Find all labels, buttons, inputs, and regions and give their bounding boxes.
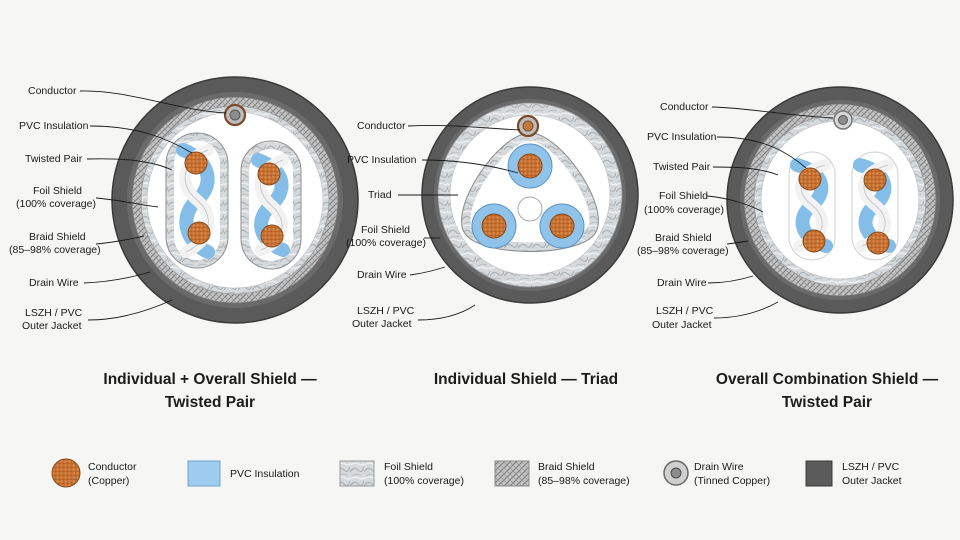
d1-label-jacket-1: LSZH / PVC — [25, 307, 83, 319]
legend-conductor-swatch — [52, 459, 80, 487]
d3-pair-right — [852, 152, 898, 260]
d1-label-insulation: PVC Insulation — [19, 120, 89, 132]
d1-title-line1: Individual + Overall Shield — — [103, 371, 317, 388]
legend-drain-line1: Drain Wire — [694, 461, 744, 473]
diagram-overall-combination-twisted-pair: Conductor PVC Insulation Twisted Pair Fo… — [637, 87, 953, 411]
d1-cable-cross-section — [112, 77, 358, 323]
legend-foil-line2: (100% coverage) — [384, 475, 464, 487]
d2-conductor-1 — [518, 154, 542, 178]
d1-conductor-2 — [188, 222, 210, 244]
d3-conductor-3 — [864, 169, 886, 191]
legend-item-drain: Drain Wire (Tinned Copper) — [664, 461, 770, 487]
d2-label-foil-1: Foil Shield — [361, 224, 410, 236]
d2-label-insulation: PVC Insulation — [347, 154, 417, 166]
legend-item-insulation: PVC Insulation — [188, 461, 300, 486]
legend-conductor-line1: Conductor — [88, 461, 137, 473]
legend-item-foil: Foil Shield (100% coverage) — [340, 461, 464, 487]
d3-drain-wire — [834, 111, 852, 129]
legend-jacket-swatch — [806, 461, 832, 486]
d3-conductor-4 — [867, 232, 889, 254]
d2-drain-wire — [518, 116, 538, 136]
d1-label-conductor: Conductor — [28, 85, 77, 97]
d1-title-line2: Twisted Pair — [165, 394, 255, 411]
d3-conductor-1 — [799, 168, 821, 190]
d1-label-jacket-2: Outer Jacket — [22, 320, 82, 332]
d3-label-jacket-2: Outer Jacket — [652, 319, 712, 331]
legend-braid-swatch — [495, 461, 529, 486]
d2-conductor-3 — [550, 214, 574, 238]
d2-core-right — [540, 204, 584, 248]
legend-braid-line2: (85–98% coverage) — [538, 475, 630, 487]
d2-filler — [518, 197, 542, 221]
d3-label-drain: Drain Wire — [657, 277, 707, 289]
legend-item-conductor: Conductor (Copper) — [52, 459, 137, 487]
d2-label-jacket-2: Outer Jacket — [352, 318, 412, 330]
d2-label-foil-2: (100% coverage) — [346, 237, 426, 249]
legend-item-jacket: LSZH / PVC Outer Jacket — [806, 461, 902, 487]
d3-label-twisted-pair: Twisted Pair — [653, 161, 711, 173]
d1-conductor-4 — [261, 225, 283, 247]
d3-label-conductor: Conductor — [660, 101, 709, 113]
d2-label-jacket-1: LSZH / PVC — [357, 305, 415, 317]
legend-insulation-swatch — [188, 461, 220, 486]
d1-label-braid-1: Braid Shield — [29, 231, 86, 243]
legend-jacket-line1: LSZH / PVC — [842, 461, 900, 473]
legend-drain-line2: (Tinned Copper) — [694, 475, 770, 487]
d1-conductor-3 — [258, 163, 280, 185]
legend-jacket-line2: Outer Jacket — [842, 475, 902, 487]
d3-label-jacket-1: LSZH / PVC — [656, 305, 714, 317]
d2-label-triad: Triad — [368, 189, 392, 201]
legend-braid-line1: Braid Shield — [538, 461, 595, 473]
legend-insulation-line1: PVC Insulation — [230, 468, 300, 480]
d1-label-twisted-pair: Twisted Pair — [25, 153, 83, 165]
d3-conductor-2 — [803, 230, 825, 252]
legend-item-braid: Braid Shield (85–98% coverage) — [495, 461, 630, 487]
d1-label-drain: Drain Wire — [29, 277, 79, 289]
d3-cable-cross-section — [727, 87, 953, 313]
d1-label-foil-1: Foil Shield — [33, 185, 82, 197]
d3-label-insulation: PVC Insulation — [647, 131, 717, 143]
diagram-individual-triad: Conductor PVC Insulation Triad Foil Shie… — [346, 87, 638, 388]
d3-label-foil-1: Foil Shield — [659, 190, 708, 202]
d1-pair-right — [241, 141, 301, 269]
d1-drain-wire — [225, 105, 245, 125]
d1-conductor-1 — [185, 152, 207, 174]
legend-foil-line1: Foil Shield — [384, 461, 433, 473]
d3-label-braid-2: (85–98% coverage) — [637, 245, 729, 257]
d2-conductor-2 — [482, 214, 506, 238]
diagram-individual-overall-twisted-pair: Conductor PVC Insulation Twisted Pair Fo… — [9, 77, 358, 411]
legend-foil-swatch — [340, 461, 374, 486]
d3-title-line2: Twisted Pair — [782, 394, 872, 411]
d2-label-conductor: Conductor — [357, 120, 406, 132]
d1-label-foil-2: (100% coverage) — [16, 198, 96, 210]
d2-title-line1: Individual Shield — Triad — [434, 371, 618, 388]
d2-core-left — [472, 204, 516, 248]
d3-label-foil-2: (100% coverage) — [644, 204, 724, 216]
d3-label-braid-1: Braid Shield — [655, 232, 712, 244]
legend-conductor-line2: (Copper) — [88, 475, 129, 487]
d3-title-line1: Overall Combination Shield — — [716, 371, 939, 388]
d2-core-top — [508, 144, 552, 188]
d3-pair-left — [789, 152, 835, 260]
d1-label-braid-2: (85–98% coverage) — [9, 244, 101, 256]
d2-label-drain: Drain Wire — [357, 269, 407, 281]
d1-pair-left — [166, 133, 228, 268]
legend: Conductor (Copper) PVC Insulation Foil S… — [52, 459, 902, 487]
